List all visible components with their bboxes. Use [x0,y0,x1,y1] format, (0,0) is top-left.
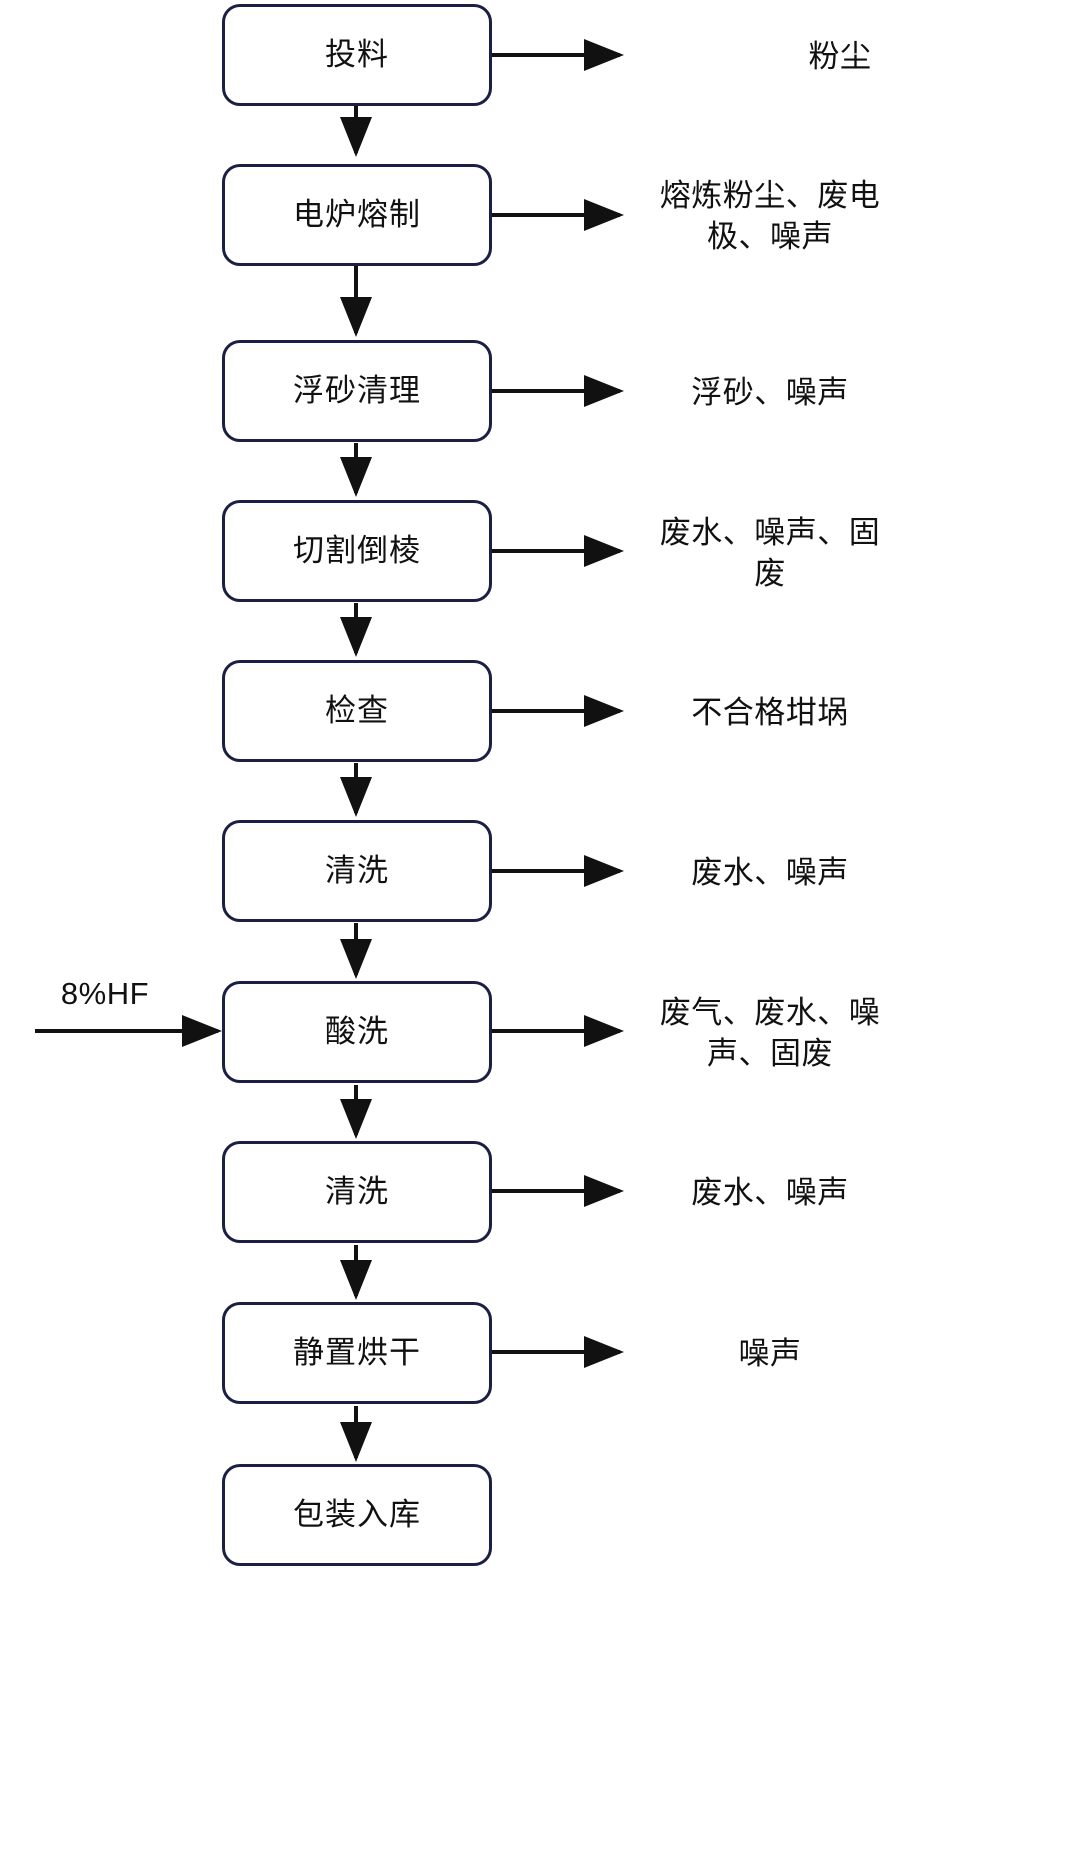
output-label-step-4: 废水、噪声、固 废 [659,515,881,591]
output-label-step-2: 熔炼粉尘、废电 极、噪声 [659,178,881,254]
node-step-7-label: 酸洗 [325,1014,389,1050]
node-step-1[interactable]: 投料 [222,4,492,106]
output-label-step-1: 粉尘 [808,39,872,74]
node-step-10-label: 包装入库 [293,1497,421,1533]
node-step-4[interactable]: 切割倒棱 [222,500,492,602]
node-step-2-label: 电炉熔制 [293,197,421,233]
node-step-7[interactable]: 酸洗 [222,981,492,1083]
node-step-5[interactable]: 检查 [222,660,492,762]
output-label-step-8: 废水、噪声 [691,1175,849,1210]
node-step-6[interactable]: 清洗 [222,820,492,922]
node-step-5-label: 检查 [325,693,389,729]
output-label-step-7: 废气、废水、噪 声、固废 [659,995,881,1071]
output-label-step-3: 浮砂、噪声 [691,375,849,410]
node-step-8[interactable]: 清洗 [222,1141,492,1243]
output-label-step-6: 废水、噪声 [691,855,849,890]
node-step-3[interactable]: 浮砂清理 [222,340,492,442]
node-step-9-label: 静置烘干 [293,1335,421,1371]
node-step-8-label: 清洗 [325,1174,389,1210]
node-step-6-label: 清洗 [325,853,389,889]
node-step-10[interactable]: 包装入库 [222,1464,492,1566]
node-step-4-label: 切割倒棱 [293,533,421,569]
node-step-2[interactable]: 电炉熔制 [222,164,492,266]
node-step-3-label: 浮砂清理 [293,373,421,409]
output-label-step-5: 不合格坩埚 [691,695,849,730]
output-label-step-9: 噪声 [738,1336,802,1371]
node-step-1-label: 投料 [325,37,389,73]
node-step-9[interactable]: 静置烘干 [222,1302,492,1404]
input-label-hf: 8%HF [60,976,150,1011]
